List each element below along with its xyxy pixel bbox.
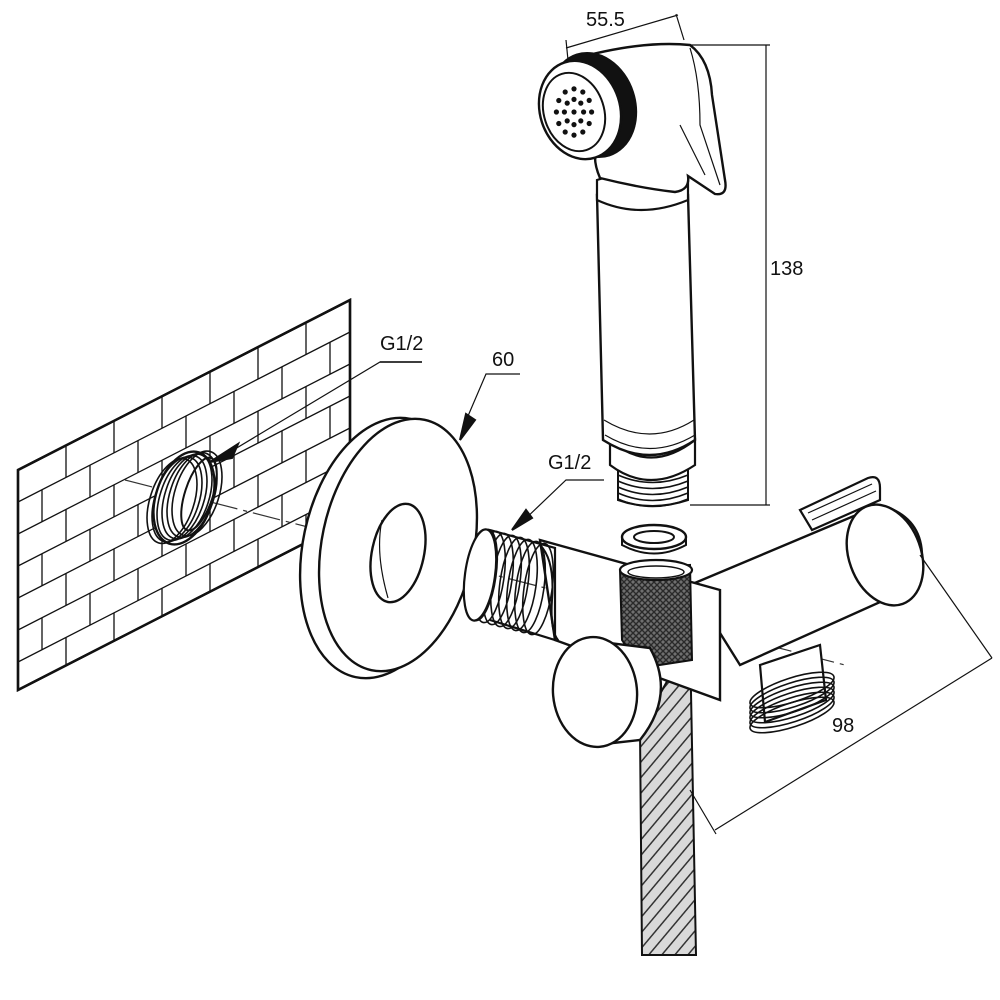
thread-ring	[749, 691, 835, 729]
dimension-sprayer-width: 55.5	[565, 9, 685, 61]
dimension-valve-length: 98	[689, 554, 993, 835]
nozzle-hole	[571, 122, 577, 128]
nozzle-hole	[556, 97, 562, 104]
dimension-label-98: 98	[832, 715, 854, 737]
nozzle-hole	[586, 97, 592, 103]
thread-ring	[166, 451, 218, 539]
brick-course	[18, 331, 350, 503]
brick-course	[18, 459, 350, 631]
dimension-sprayer-length: 138	[690, 44, 803, 506]
thread-ring	[749, 686, 835, 724]
nozzle-hole	[571, 109, 577, 115]
brick-course	[18, 108, 350, 278]
nozzle-hole	[580, 89, 586, 95]
callout-valve-thread: G1/2	[511, 452, 604, 531]
nozzle-hole	[589, 109, 595, 115]
thread-ring	[161, 453, 213, 540]
nozzle-hole	[564, 118, 570, 124]
nozzle-hole	[580, 129, 586, 135]
nozzle-hole	[578, 100, 584, 106]
nozzle-hole	[556, 120, 562, 127]
nozzle-hole	[564, 100, 570, 106]
thread-ring	[749, 676, 835, 714]
thread-ring	[749, 681, 835, 719]
callout-label-60: 60	[492, 349, 514, 371]
nozzle-hole	[562, 129, 568, 135]
nozzle-hole	[562, 89, 568, 95]
nozzle-hole	[571, 86, 577, 92]
thread-ring	[505, 538, 539, 632]
wall-outlet-thread	[146, 450, 223, 546]
dimension-label-138: 138	[770, 258, 803, 280]
brick-course	[18, 300, 350, 311]
nozzle-hole	[553, 109, 560, 115]
brick-course	[18, 491, 350, 663]
thread-ring	[617, 480, 689, 490]
nozzle-hole	[581, 109, 587, 115]
brick-course	[18, 300, 350, 343]
thread-ring	[617, 474, 689, 484]
callout-label-wall-g1-2: G1/2	[380, 333, 423, 355]
hand-sprayer	[537, 42, 727, 508]
brick-course	[18, 363, 350, 535]
thread-outline	[617, 470, 689, 507]
callout-label-valve-g1-2: G1/2	[548, 452, 591, 474]
nozzle-hole	[571, 132, 577, 138]
cover-flange	[298, 416, 479, 680]
callout-wall-thread: G1/2	[209, 333, 423, 463]
thread-ring	[171, 450, 223, 537]
thread-ring	[617, 486, 689, 496]
nozzle-hole	[578, 118, 584, 124]
callout-flange: 60	[459, 349, 520, 441]
nozzle-hole	[586, 120, 592, 127]
thread-ring	[513, 540, 547, 634]
thread-ring	[617, 492, 689, 502]
dimension-label-55-5: 55.5	[586, 9, 625, 31]
thread-ring	[749, 696, 835, 734]
angle-valve	[462, 476, 925, 749]
nozzle-hole	[561, 109, 568, 115]
nozzle-hole	[571, 96, 577, 102]
sealing-washer	[620, 523, 688, 555]
